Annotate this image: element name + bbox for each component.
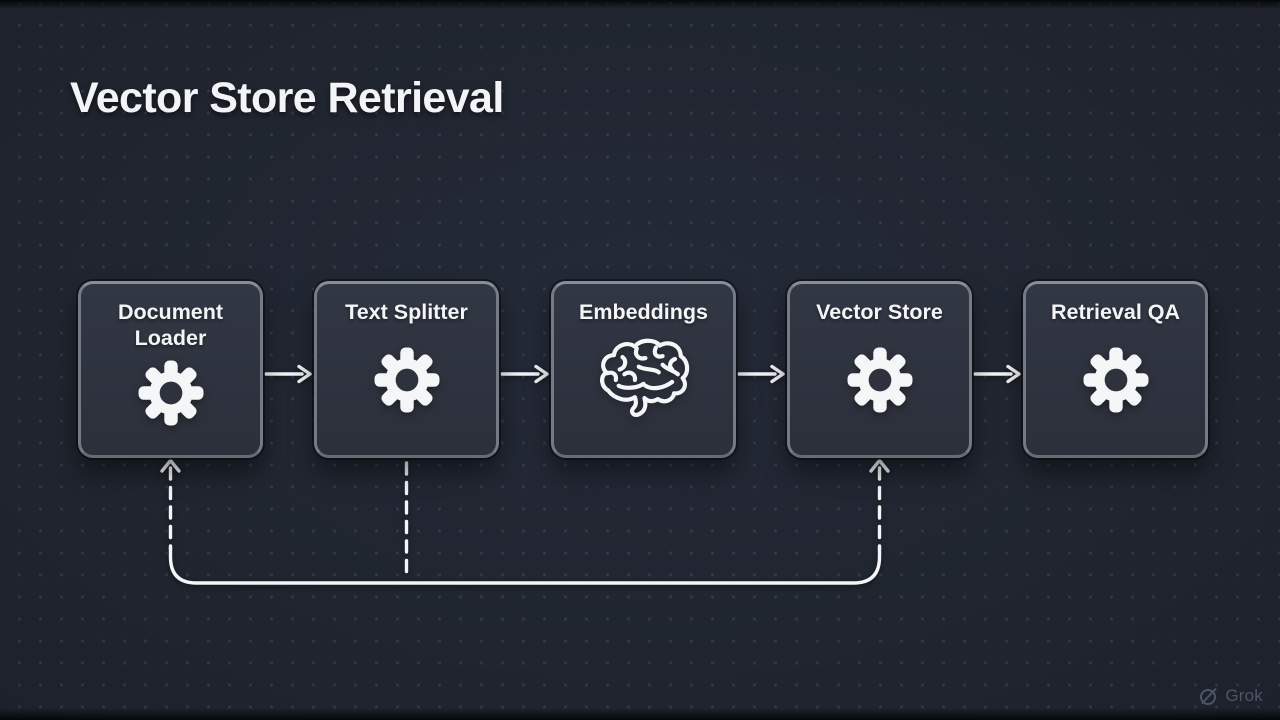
- edge-arrow-vectorstore-to-retrievalqa: [973, 364, 1021, 384]
- node-document-loader: Document Loader: [78, 281, 263, 458]
- gear-icon: [138, 360, 203, 426]
- grok-watermark: Grok: [1199, 686, 1263, 706]
- node-retrieval-qa: Retrieval QA: [1023, 281, 1208, 458]
- edge-feedback-bus: [168, 546, 882, 585]
- node-label: Text Splitter: [345, 300, 468, 324]
- node-embeddings: Embeddings: [551, 281, 736, 458]
- node-text-splitter: Text Splitter: [314, 281, 499, 458]
- edge-dashed-bus-to-loader: [160, 458, 181, 551]
- brain-icon: [600, 338, 690, 418]
- node-vector-store: Vector Store: [787, 281, 972, 458]
- edge-arrow-loader-to-splitter: [264, 364, 312, 384]
- edge-dashed-bus-to-vectorstore: [869, 458, 890, 551]
- node-label: Embeddings: [578, 300, 708, 324]
- node-label: Document Loader: [117, 300, 224, 351]
- gear-icon: [847, 347, 912, 413]
- watermark-label: Grok: [1225, 686, 1263, 705]
- edge-arrow-splitter-to-embeddings: [500, 364, 549, 384]
- gear-icon: [374, 347, 439, 413]
- grok-logo-icon: [1200, 687, 1217, 705]
- node-label: Vector Store: [816, 300, 943, 324]
- gear-icon: [1083, 347, 1148, 413]
- node-label: Retrieval QA: [1050, 300, 1181, 324]
- page-title: Vector Store Retrieval: [70, 74, 504, 122]
- edge-arrow-embeddings-to-vectorstore: [737, 364, 785, 384]
